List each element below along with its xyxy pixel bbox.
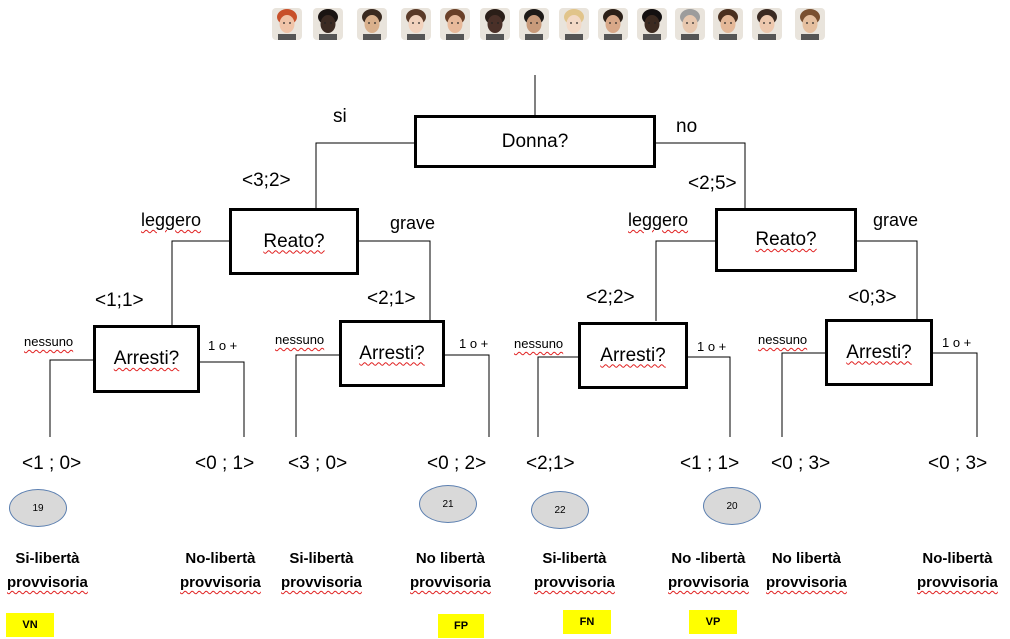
leaf-6-outcome-line1: No -libertà (671, 550, 746, 567)
arresti-1-label: Arresti? (113, 348, 180, 369)
arresti-1-none-label: nessuno (24, 334, 74, 349)
leaf-4-outcome-line1: No libertà (415, 550, 486, 567)
face-5-portrait (440, 8, 470, 40)
leaf-1-outcome-line1: Si-libertà (15, 550, 80, 567)
root-node-label: Donna? (501, 130, 569, 152)
arresti-4-counts: <0;3> (848, 287, 897, 308)
leaf-6-id-circle: 20 (703, 487, 761, 525)
face-12-portrait (713, 8, 743, 40)
leaf-4-id-circle: 21 (419, 485, 477, 523)
root-node-donna: Donna? (414, 115, 656, 168)
leaf-4-outcome-line2: provvisoria (410, 574, 491, 591)
arresti-4-more-label: 1 o + (942, 335, 972, 350)
leaf-2-counts: <0 ; 1> (195, 453, 255, 474)
leaf-3-counts: <3 ; 0> (288, 453, 348, 474)
face-13-portrait (752, 8, 782, 40)
leaf-5-outcome: Si-libertà provvisoria (534, 547, 615, 595)
right-reato-light-label: leggero (628, 210, 689, 230)
no-branch-label: no (676, 116, 698, 137)
leaf-1-counts: <1 ; 0> (22, 453, 82, 474)
arresti-3-more-label: 1 o + (697, 339, 727, 354)
arresti-1-node: Arresti? (93, 325, 200, 393)
leaf-5-outcome-line1: Si-libertà (542, 550, 607, 567)
leaf-1-outcome-line2: provvisoria (7, 574, 88, 591)
leaf-2-outcome: No-libertà provvisoria (180, 547, 261, 595)
face-2-portrait (313, 8, 343, 40)
leaf-5-counts: <2;1> (526, 453, 575, 474)
face-7-portrait (519, 8, 549, 40)
leaf-5-outcome-line2: provvisoria (534, 574, 615, 591)
left-reato-light-label: leggero (141, 210, 202, 230)
right-reato-label: Reato? (755, 229, 817, 250)
arresti-3-label: Arresti? (600, 344, 666, 366)
face-11-portrait (675, 8, 705, 40)
arresti-2-more-label: 1 o + (459, 336, 489, 351)
face-3-portrait (357, 8, 387, 40)
leaf-6-outcome-line2: provvisoria (668, 574, 749, 591)
arresti-3-node: Arresti? (578, 322, 688, 389)
leaf-7-counts: <0 ; 3> (771, 453, 831, 474)
left-reato-label: Reato? (263, 230, 325, 252)
leaf-5-id-circle: 22 (531, 491, 589, 529)
leaf-8-outcome-line1: No-libertà (922, 550, 993, 567)
leaf-3-outcome: Si-libertà provvisoria (281, 547, 362, 595)
arresti-1-counts: <1;1> (95, 290, 144, 311)
leaf-4-counts: <0 ; 2> (427, 453, 487, 474)
leaf-4-classification-tag: FP (438, 614, 484, 638)
arresti-4-label: Arresti? (846, 341, 912, 363)
face-4-portrait (401, 8, 431, 40)
arresti-1-more-label: 1 o + (208, 338, 238, 353)
left-reato-heavy-label: grave (390, 213, 436, 233)
face-8-portrait (559, 8, 589, 40)
leaf-3-outcome-line2: provvisoria (281, 574, 362, 591)
leaf-1-outcome: Si-libertà provvisoria (7, 547, 88, 595)
leaf-3-outcome-line1: Si-libertà (289, 550, 354, 567)
leaf-8-outcome: No-libertà provvisoria (917, 547, 998, 595)
arresti-4-none-label: nessuno (758, 332, 808, 347)
arresti-2-label: Arresti? (359, 342, 425, 364)
face-14-portrait (795, 8, 825, 40)
leaf-6-counts: <1 ; 1> (680, 453, 740, 474)
face-9-portrait (598, 8, 628, 40)
arresti-2-node: Arresti? (339, 320, 445, 387)
leaf-7-outcome-line2: provvisoria (766, 574, 847, 591)
arresti-4-node: Arresti? (825, 319, 933, 386)
arresti-3-none-label: nessuno (514, 336, 564, 351)
leaf-7-outcome: No libertà provvisoria (766, 547, 847, 595)
leaf-1-id-circle: 19 (9, 489, 67, 527)
right-reato-counts: <2;5> (688, 173, 737, 194)
right-reato-heavy-label: grave (873, 210, 919, 230)
leaf-6-classification-tag: VP (689, 610, 737, 634)
leaf-2-outcome-line1: No-libertà (185, 550, 256, 567)
face-6-portrait (480, 8, 510, 40)
right-reato-node: Reato? (715, 208, 857, 272)
yes-branch-label: si (333, 106, 347, 127)
left-reato-node: Reato? (229, 208, 359, 275)
left-reato-counts: <3;2> (242, 170, 291, 191)
arresti-3-counts: <2;2> (586, 287, 635, 308)
arresti-2-none-label: nessuno (275, 332, 325, 347)
face-10-portrait (637, 8, 667, 40)
leaf-6-outcome: No -libertà provvisoria (668, 547, 749, 595)
leaf-2-outcome-line2: provvisoria (180, 574, 261, 591)
leaf-7-outcome-line1: No libertà (771, 550, 842, 567)
leaf-8-counts: <0 ; 3> (928, 453, 988, 474)
arresti-2-counts: <2;1> (367, 288, 416, 309)
leaf-1-classification-tag: VN (6, 613, 54, 637)
leaf-4-outcome: No libertà provvisoria (410, 547, 491, 595)
face-1-portrait (272, 8, 302, 40)
leaf-8-outcome-line2: provvisoria (917, 574, 998, 591)
leaf-5-classification-tag: FN (563, 610, 611, 634)
